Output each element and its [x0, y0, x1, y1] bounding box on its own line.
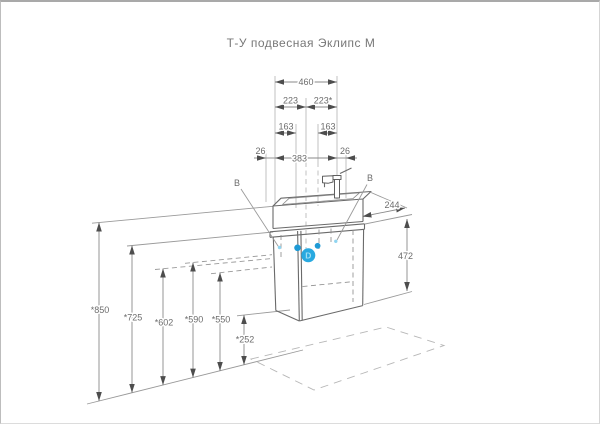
callout-b-left: B — [234, 178, 282, 250]
callout-b-right-label: B — [367, 173, 373, 183]
dim-width-left-half: 223 — [283, 96, 298, 106]
marker-circle-d — [301, 248, 316, 263]
floor-mat-outline — [249, 326, 446, 391]
cabinet — [272, 228, 365, 322]
dimension-mount-heights: *850 *725 *602 *590 *550 *252 — [89, 222, 256, 401]
drawing-title: Т-У подвесная Эклипс М — [227, 36, 376, 50]
faucet — [322, 167, 352, 199]
dim-cabinet-height: 472 — [398, 251, 413, 261]
dim-span-inner: 383 — [292, 154, 307, 164]
dim-width-right-half: 223* — [314, 96, 333, 106]
faucet-spout — [322, 175, 334, 184]
marker-dot-small-left — [294, 244, 301, 252]
callout-b-right-leader — [336, 184, 368, 241]
callout-b-right: B — [334, 173, 373, 243]
dim-height-602: *602 — [155, 318, 174, 328]
faucet-lever — [339, 167, 352, 174]
callout-b-left-label: B — [234, 178, 240, 188]
washbasin — [272, 190, 372, 230]
dim-height-252: *252 — [236, 335, 255, 345]
dimension-right-side: 244 472 — [362, 199, 415, 291]
dim-height-850: *850 — [91, 305, 110, 315]
dim-offset-left: 163 — [278, 122, 293, 132]
blue-markers: D — [294, 242, 321, 263]
cabinet-hidden-shelf — [302, 281, 354, 287]
cabinet-top-band — [269, 223, 366, 238]
dim-width-total: 460 — [298, 77, 313, 87]
dim-height-550: *550 — [212, 315, 231, 325]
faucet-riser — [334, 179, 340, 199]
callout-b-right-dot — [334, 239, 338, 243]
callout-b-left-leader — [240, 188, 279, 247]
cabinet-door-edge — [297, 230, 300, 321]
dim-height-590: *590 — [185, 315, 204, 325]
floor-line — [86, 349, 304, 405]
dim-edge-right: 26 — [340, 146, 350, 156]
dim-edge-left: 26 — [255, 146, 265, 156]
dimension-top-widths: 460 223 223* 163 163 26 383 26 — [254, 76, 357, 165]
dim-height-725: *725 — [124, 313, 143, 323]
dim-depth: 244 — [384, 200, 399, 210]
callout-b-left-dot — [277, 245, 282, 250]
extension-lines — [91, 76, 413, 317]
marker-circle-d-letter: D — [305, 251, 311, 261]
marker-dot-small-right — [314, 242, 321, 249]
dim-offset-right: 163 — [320, 122, 335, 132]
